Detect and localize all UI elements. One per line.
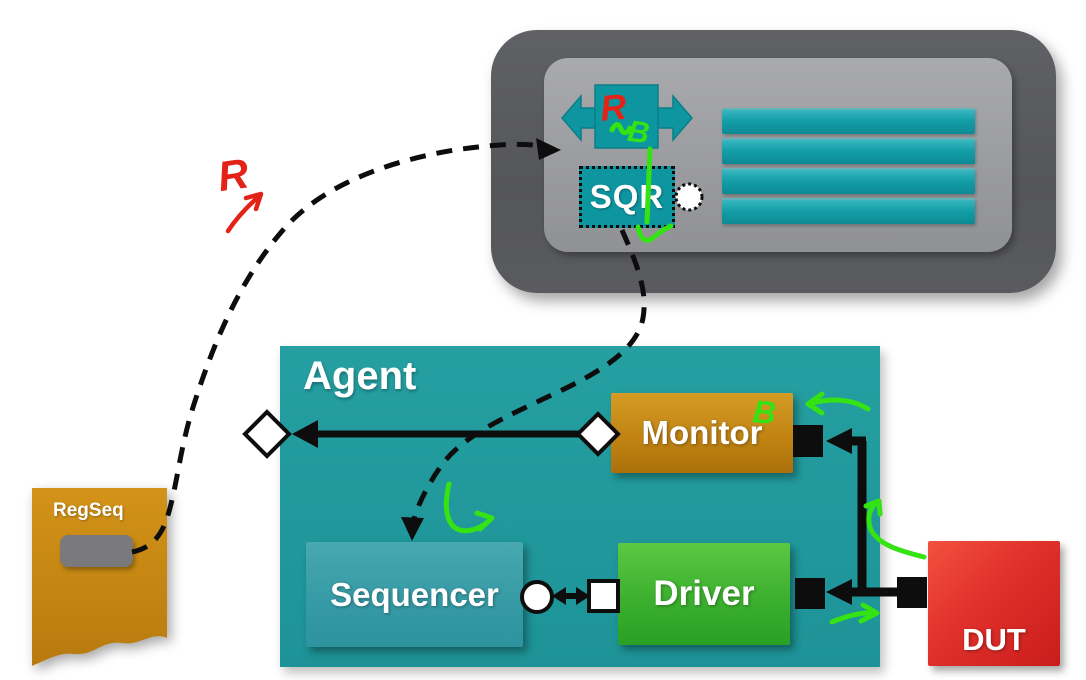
register-map-bar: [722, 138, 975, 164]
agent-title: Agent: [303, 354, 417, 398]
register-map-bar: [722, 198, 975, 224]
monitor-label: Monitor: [641, 414, 763, 451]
dut-label: DUT: [962, 622, 1026, 657]
dut-port-square-icon: [897, 577, 927, 608]
sqr-label: SQR: [589, 178, 665, 215]
red-arrow-stroke: [225, 191, 264, 234]
sequencer-label: Sequencer: [330, 575, 499, 613]
regseq-sequence-pill: [60, 535, 133, 567]
register-map-stack: [722, 108, 975, 228]
driver-block: Driver: [618, 543, 790, 645]
driver-label: Driver: [653, 574, 755, 613]
register-map-bar: [722, 168, 975, 194]
regseq-label: RegSeq: [53, 500, 124, 521]
dut-block: DUT: [928, 541, 1060, 666]
red-r-side-annotation: R: [215, 149, 252, 200]
sequencer-block: Sequencer: [306, 542, 523, 647]
register-map-bar: [722, 108, 975, 134]
sqr-box: SQR: [579, 166, 675, 228]
monitor-block: Monitor: [611, 393, 793, 473]
